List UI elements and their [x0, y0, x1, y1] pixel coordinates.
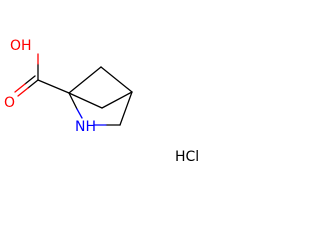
bond-c1-to-n	[68, 92, 78, 110]
structure-diagram: OH O NH HCl	[4, 38, 199, 165]
bond-c4-to-c3	[119, 91, 133, 126]
bond-c1-to-c5	[68, 92, 103, 109]
amine-label: NH	[75, 119, 96, 135]
bonds	[37, 63, 133, 126]
bond-carboxyl-to-c1	[37, 79, 70, 94]
salt-label: HCl	[175, 149, 199, 165]
bond-c6-to-c4	[100, 66, 133, 93]
hetero-bonds	[14, 53, 107, 126]
bond-carbonyl-a	[27, 79, 39, 89]
bond-carbonyl-a-red	[17, 87, 29, 97]
hydroxyl-label: OH	[10, 38, 32, 54]
bond-c5-to-c4	[101, 91, 133, 109]
bond-carbonyl-b-red	[14, 83, 26, 93]
bond-carbonyl-b	[24, 75, 36, 85]
bond-n-half-c1	[76, 108, 83, 119]
bond-c1-to-c6	[68, 66, 102, 94]
carbonyl-oxygen-label: O	[4, 95, 15, 111]
